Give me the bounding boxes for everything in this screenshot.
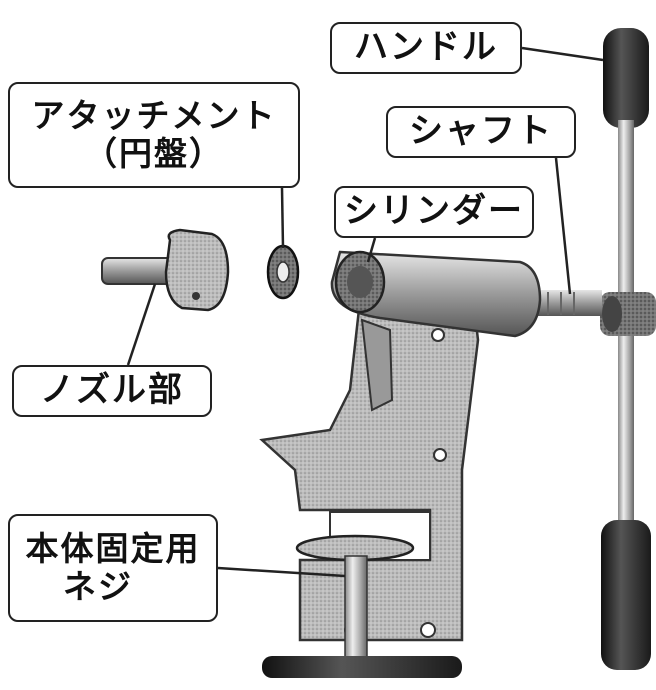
bolt <box>431 328 445 342</box>
label-clamp-text: 本体固定用 <box>25 529 201 569</box>
body-rib <box>360 318 394 412</box>
label-handle-text: ハンドル <box>354 27 498 68</box>
nozzle-part <box>101 228 230 312</box>
label-shaft-text: シャフト <box>409 111 553 152</box>
label-nozzle-text: ノズル部 <box>40 370 184 411</box>
bolt <box>420 622 436 638</box>
handle-bottom-grip <box>601 520 651 670</box>
leader-nozzle <box>126 283 157 366</box>
leader-attachment <box>280 187 285 249</box>
bolt <box>433 448 447 462</box>
clamp-screw <box>344 555 368 667</box>
handle-top-grip <box>603 28 649 128</box>
label-attachment-subtext: （円盤） <box>84 134 224 173</box>
label-clamp-screw: 本体固定用 ネジ <box>8 514 218 622</box>
label-nozzle: ノズル部 <box>12 365 212 417</box>
leader-handle <box>521 46 604 62</box>
label-handle: ハンドル <box>330 22 522 74</box>
label-cylinder-text: シリンダー <box>344 191 524 232</box>
label-cylinder: シリンダー <box>334 186 534 238</box>
leader-cylinder <box>366 237 377 263</box>
handle-part <box>600 28 656 670</box>
label-clamp-subtext: ネジ <box>63 567 133 606</box>
handle-collar-end <box>602 296 622 332</box>
main-body <box>259 250 542 678</box>
clamp-bar <box>262 656 462 678</box>
label-attachment-text: アタッチメント <box>31 96 277 136</box>
attachment-disc-part <box>266 244 300 300</box>
leader-lines <box>126 46 604 578</box>
label-shaft: シャフト <box>386 106 576 158</box>
cylinder-bore <box>347 266 373 298</box>
label-attachment: アタッチメント （円盤） <box>8 82 300 188</box>
leader-shaft <box>554 157 572 295</box>
nozzle-head <box>164 228 230 312</box>
leader-clamp <box>217 566 346 578</box>
